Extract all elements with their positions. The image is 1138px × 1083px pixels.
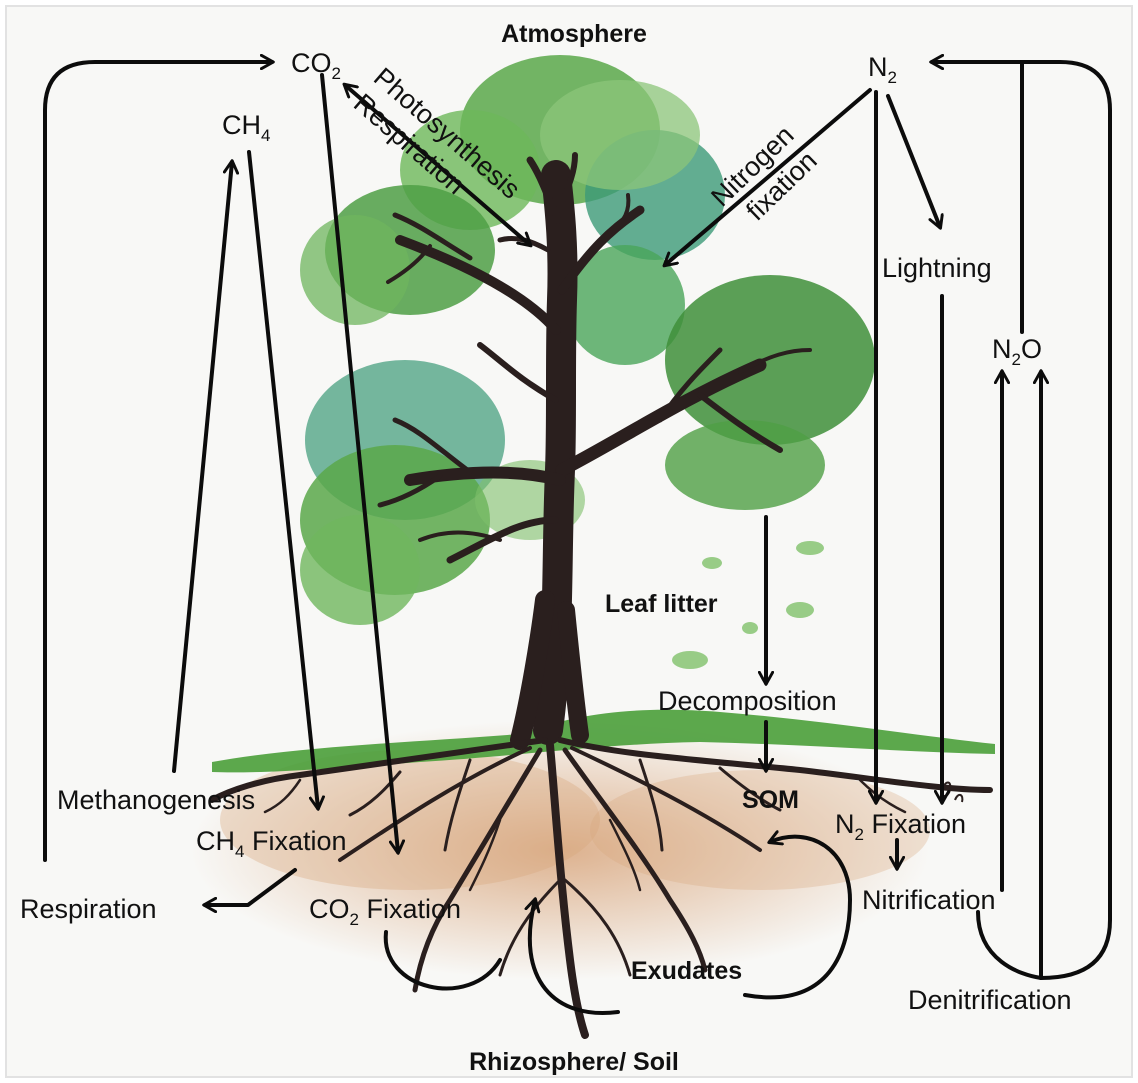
co2-fixation-label: CO2 Fixation — [309, 894, 461, 929]
nitrification-label: Nitrification — [862, 885, 996, 915]
rhizosphere-title: Rhizosphere/ Soil — [469, 1048, 679, 1076]
respiration-soil-label: Respiration — [20, 894, 157, 924]
ch4-fixation-label: CH4 Fixation — [196, 826, 347, 861]
methanogenesis-label: Methanogenesis — [57, 785, 255, 815]
leaf-litter-label: Leaf litter — [605, 590, 718, 618]
som-label: SOM — [742, 786, 799, 814]
exudates-label: Exudates — [631, 957, 742, 985]
atmosphere-title: Atmosphere — [501, 20, 647, 48]
decomposition-label: Decomposition — [658, 686, 837, 716]
denitrification-label: Denitrification — [908, 985, 1072, 1015]
lightning-label: Lightning — [882, 253, 992, 283]
